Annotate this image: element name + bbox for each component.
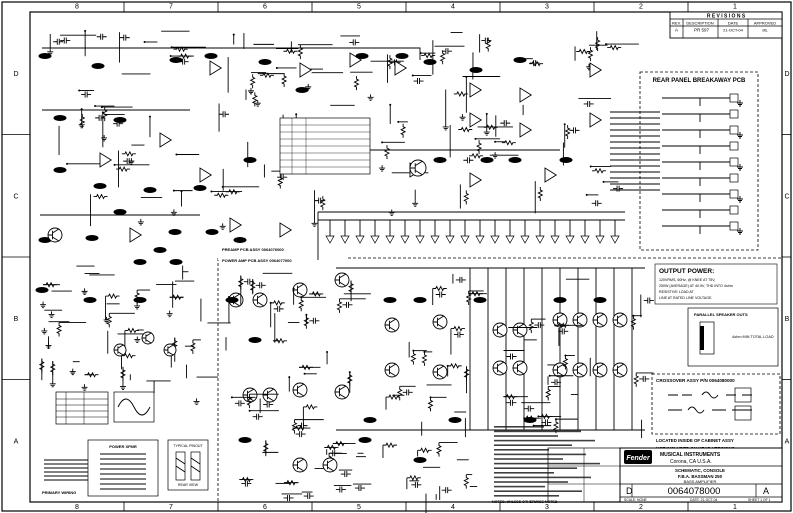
parallel-speaker-block: PARALLEL SPEAKER OUTS 4ohm MIN TOTAL LOA… — [687, 307, 779, 367]
drawing-number: 0064078000 — [668, 486, 721, 497]
drawing-rev: A — [763, 486, 769, 496]
row-label-A-left: A — [14, 438, 19, 445]
company-name: MUSICAL INSTRUMENTS — [660, 452, 721, 458]
revisions-title: R E V I S I O N S — [707, 14, 746, 20]
rear-view-label: REAR VIEW — [178, 483, 199, 487]
drafting-info-block — [547, 447, 621, 503]
located-note: LOCATED INSIDE OF CABINET ASSY — [656, 438, 734, 443]
row-label-A-right: A — [785, 438, 790, 445]
output-power-line-2: 250W (AVERAGE) AT 40.9V, THD INTO 4ohm — [659, 284, 733, 288]
svg-text:Fender: Fender — [626, 455, 651, 462]
row-label-C-left: C — [13, 193, 18, 200]
column-label-7-top: 7 — [169, 4, 173, 11]
typical-pinout-label: TYPICAL PINOUT — [173, 444, 203, 448]
crossover-label: CROSSOVER ASSY P/N 0064080000 — [656, 378, 735, 383]
drawing-sheet: SHEET 1 OF 1 — [748, 498, 771, 502]
rev-header-rev: REV. — [672, 21, 681, 26]
drawing-scale: SCALE: NONE — [624, 498, 648, 502]
output-power-note: OUTPUT POWER: 120VRMS, 60Hz, @ KNEE AT 7… — [654, 263, 778, 305]
schematic-title: SCHEMATIC, CONSOLE — [675, 468, 725, 473]
power-amp-pcb-label: POWER AMP PCB ASSY 0064077000 — [222, 258, 292, 263]
rev-row-description: PR 597 — [694, 28, 710, 33]
rear-panel-block: REAR PANEL BREAKAWAY PCB — [639, 71, 759, 251]
column-label-4-top: 4 — [451, 4, 455, 11]
total-load-label: 4ohm MIN TOTAL LOAD — [732, 335, 774, 339]
column-label-8-top: 8 — [75, 4, 79, 11]
output-power-line-4: LINE AT RATED LINE VOLTAGE. — [659, 296, 712, 300]
column-label-2-top: 2 — [639, 4, 643, 11]
column-label-3-top: 3 — [545, 4, 549, 11]
company-location: Corona, CA U.S.A. — [670, 459, 712, 465]
primary-wiring-label: PRIMARY WIRING — [42, 490, 76, 495]
column-label-1-top: 1 — [733, 4, 737, 11]
column-label-5-bottom: 5 — [357, 504, 361, 511]
drawing-date: DATE: 21-OCT-04 — [690, 498, 718, 502]
output-power-line-1: 120VRMS, 60Hz, @ KNEE AT 75V, — [659, 278, 715, 282]
power-amp-block: PREAMP PCB ASSY 0064076000 POWER AMP PCB… — [217, 244, 782, 502]
power-xfmr-label: POWER XFMR — [109, 444, 137, 449]
product-type: BASS AMPLIFIER — [684, 479, 717, 484]
output-power-line-3: RESISTIVE LOAD AT — [659, 290, 694, 294]
column-label-7-bottom: 7 — [169, 504, 173, 511]
title-block: Fender MUSICAL INSTRUMENTS Corona, CA U.… — [619, 447, 783, 503]
row-label-B-left: B — [14, 316, 19, 323]
rev-header-date: DATE — [728, 21, 739, 26]
column-label-1-bottom: 1 — [733, 504, 737, 511]
output-power-title: OUTPUT POWER: — [659, 268, 714, 275]
column-label-2-bottom: 2 — [639, 504, 643, 511]
rev-header-approved: APPROVED — [754, 21, 776, 26]
revisions-block: R E V I S I O N S REV. DESCRIPTION DATE … — [669, 11, 783, 39]
drawing-size: D — [626, 486, 633, 496]
circuit-wiring — [35, 29, 743, 513]
column-label-6-top: 6 — [263, 4, 267, 11]
notes-label: NOTES: UNLESS OTHERWISE NOTED — [492, 500, 558, 504]
company-logo — [624, 450, 652, 464]
rev-header-description: DESCRIPTION — [686, 21, 713, 26]
rear-panel-label: REAR PANEL BREAKAWAY PCB — [653, 78, 746, 84]
column-label-6-bottom: 6 — [263, 504, 267, 511]
preamp-pcb-label: PREAMP PCB ASSY 0064076000 — [222, 247, 285, 252]
product-name: F.B.A. BASSMAN 250 — [678, 474, 723, 479]
row-label-B-right: B — [785, 316, 790, 323]
column-label-5-top: 5 — [357, 4, 361, 11]
rev-row-date: 21-OCT-04 — [723, 28, 744, 33]
rev-row-approved: dtL — [762, 28, 768, 33]
column-label-8-bottom: 8 — [75, 504, 79, 511]
row-label-D-right: D — [784, 71, 789, 78]
legend-table — [55, 391, 155, 425]
column-label-3-bottom: 3 — [545, 504, 549, 511]
inner-border — [29, 11, 783, 503]
row-label-D-left: D — [13, 71, 18, 78]
parallel-speaker-label: PARALLEL SPEAKER OUTS — [694, 312, 748, 317]
row-label-C-right: C — [784, 193, 789, 200]
column-label-4-bottom: 4 — [451, 504, 455, 511]
rev-row-rev: A — [675, 28, 678, 33]
crossover-block: CROSSOVER ASSY P/N 0064080000 LOCATED IN… — [651, 373, 781, 451]
notes-area: NOTES: UNLESS OTHERWISE NOTED — [492, 426, 600, 504]
